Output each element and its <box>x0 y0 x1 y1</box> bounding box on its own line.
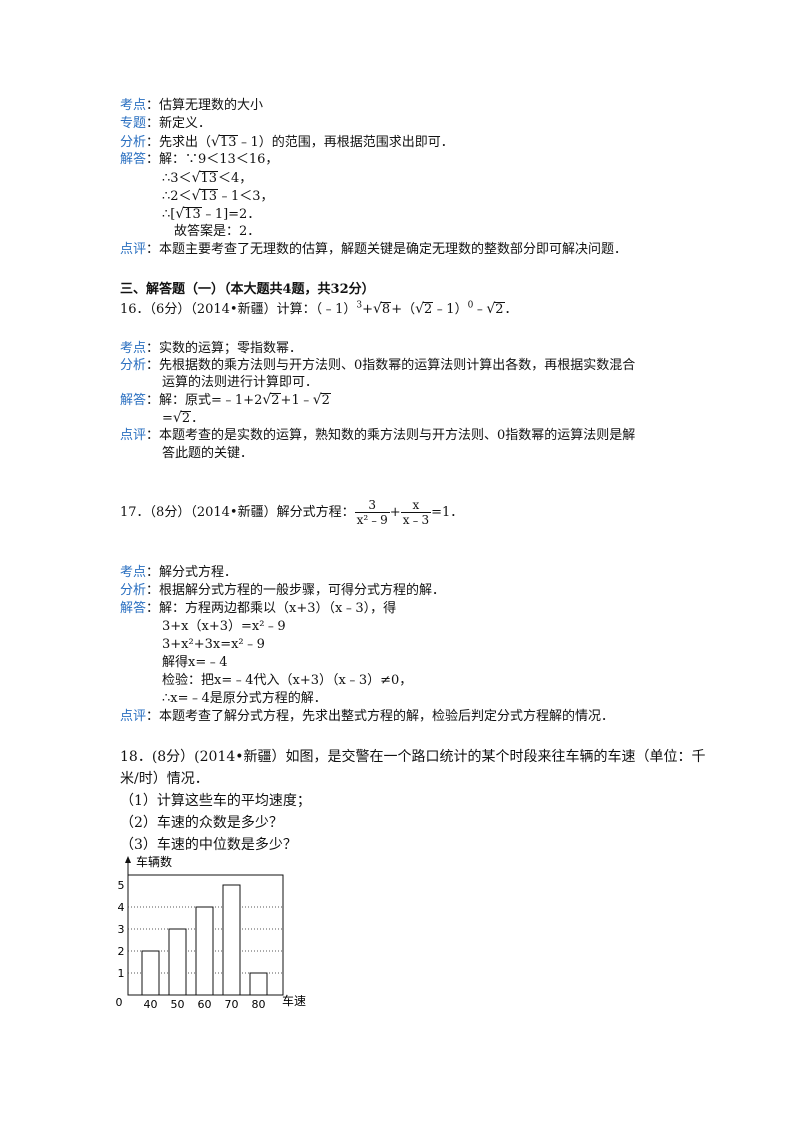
q16-kaodian: 考点：实数的运算；零指数幂． <box>120 341 303 356</box>
q18-stem-1: 18．(8分）(2014•新疆）如图，是交警在一个路口统计的某个时段来往车辆的车… <box>120 749 706 765</box>
y-tick-label: 4 <box>118 901 125 914</box>
y-tick-label: 1 <box>118 967 125 980</box>
x-tick-label: 80 <box>252 998 266 1011</box>
q17-fenxi: 分析：根据解分式方程的一般步骤，可得分式方程的解． <box>120 583 446 598</box>
q17-step3: 解得x=﹣4 <box>162 655 228 670</box>
q15-dianping: 点评：本题主要考查了无理数的估算，解题关键是确定无理数的整数部分即可解决问题． <box>120 242 628 257</box>
q15-step2: ∴2＜√13﹣1＜3， <box>162 188 274 204</box>
q16-fenxi: 分析：先根据数的乘方法则与开方法则、0指数幂的运算法则计算出各数，再根据实数混合 <box>120 358 636 373</box>
y-tick-labels: 0 1 2 3 4 5 <box>116 879 125 1009</box>
bar-80 <box>249 972 268 996</box>
x-axis-title: 车速 <box>282 993 306 1008</box>
q16-dianping: 点评：本题考查的是实数的运算，熟知数的乘方法则与开方法则、0指数幂的运算法则是解 <box>120 428 636 443</box>
q16-result: =√2． <box>162 410 205 426</box>
q17-dianping: 点评：本题考查了解分式方程，先求出整式方程的解，检验后判定分式方程解的情况． <box>120 709 615 724</box>
y-tick-label: 2 <box>118 945 125 958</box>
x-tick-label: 50 <box>171 998 185 1011</box>
q18-stem-2: 米/时）情况． <box>120 771 209 787</box>
x-tick-label: 70 <box>225 998 239 1011</box>
bar-70 <box>222 884 241 996</box>
q15-fenxi: 分析：先求出（√13﹣1）的范围，再根据范围求出即可． <box>120 134 454 150</box>
x-tick-label: 40 <box>144 998 158 1011</box>
bar-50 <box>168 928 187 996</box>
y-tick-label: 0 <box>116 996 123 1009</box>
q15-step1: ∴3＜√13＜4， <box>162 170 253 186</box>
q17-step2: 3+x²+3x=x²﹣9 <box>162 637 265 652</box>
section-heading: 三、解答题（一）（本大题共4题，共32分） <box>120 282 375 297</box>
q16-jieda: 解答：解：原式=﹣1+2√2+1﹣√2 <box>120 392 331 408</box>
label-jieda: 解答 <box>120 152 147 167</box>
q17-step1: 3+x（x+3）=x²﹣9 <box>162 619 286 634</box>
speed-bar-chart: 车辆数 车速 0 1 2 3 4 5 40 50 60 70 80 <box>116 854 307 1011</box>
radical-sign: √ <box>211 134 220 150</box>
label-dianping: 点评 <box>120 242 147 257</box>
bar-60 <box>195 906 214 996</box>
q16-stem: 16．（6分）（2014•新疆）计算：（﹣1）3+√8+（√2﹣1）0﹣√2． <box>120 300 518 317</box>
q17-kaodian: 考点：解分式方程． <box>120 565 238 580</box>
q18-part-3: （3）车速的中位数是多少？ <box>120 837 297 853</box>
x-tick-label: 60 <box>198 998 212 1011</box>
x-tick-labels: 40 50 60 70 80 <box>144 998 266 1011</box>
label-zhuanti: 专题 <box>120 116 147 131</box>
q18-part-1: （1）计算这些车的平均速度； <box>120 793 311 809</box>
bars <box>141 884 268 996</box>
q15-zhuanti: 专题：新定义． <box>120 116 212 131</box>
y-axis-title: 车辆数 <box>136 854 172 869</box>
q15-jieda: 解答：解：∵9＜13＜16， <box>120 152 279 167</box>
q15-step4: 故答案是：2． <box>174 224 261 239</box>
label-fenxi: 分析 <box>120 135 147 150</box>
bar-40 <box>141 950 160 996</box>
label-kaodian: 考点 <box>120 98 147 113</box>
q18-part-2: （2）车速的众数是多少？ <box>120 815 283 831</box>
q15-step3: ∴[√13﹣1]=2． <box>162 206 261 222</box>
y-tick-label: 5 <box>118 879 125 892</box>
q15-kaodian: 考点：估算无理数的大小 <box>120 98 264 113</box>
y-tick-label: 3 <box>118 923 125 936</box>
q17-step5: ∴x=﹣4是原分式方程的解． <box>162 691 327 706</box>
q17-step4: 检验：把x=﹣4代入（x+3）（x﹣3）≠0， <box>162 673 413 688</box>
q17-jieda: 解答：解：方程两边都乘以（x+3）（x﹣3），得 <box>120 601 397 616</box>
q16-fenxi-cont: 运算的法则进行计算即可． <box>162 375 319 390</box>
q16-dianping-cont: 答此题的关键． <box>162 446 254 461</box>
y-axis-arrow <box>125 856 131 863</box>
